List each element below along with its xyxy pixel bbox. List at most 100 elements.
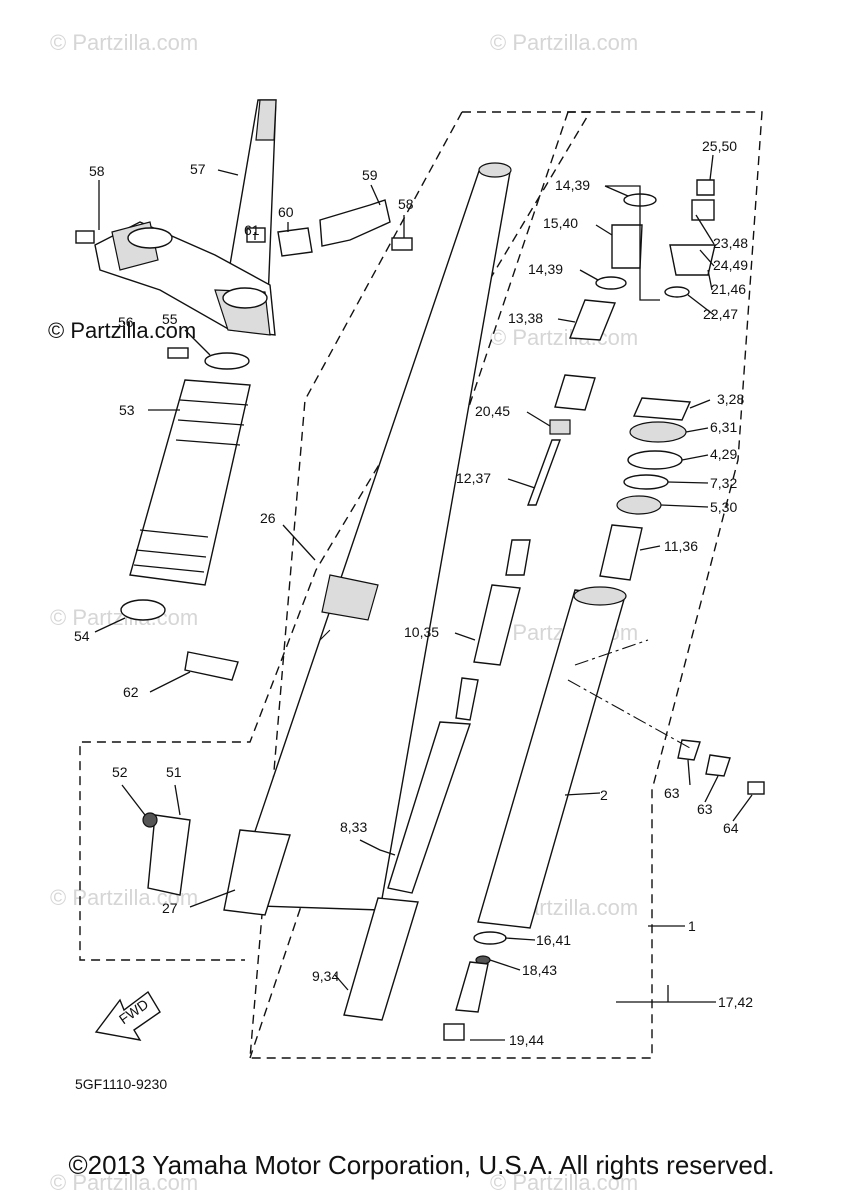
fwd-arrow-icon — [94, 990, 161, 1041]
watermark: © Partzilla.com — [490, 30, 638, 55]
piece-8-33-small — [455, 677, 479, 721]
callout-21-46: 21,46 — [711, 281, 746, 297]
callout-13-38: 13,38 — [508, 310, 543, 326]
cap-bolt-21-46 — [669, 244, 716, 276]
bolt-56 — [167, 347, 189, 359]
callout-59: 59 — [362, 167, 378, 183]
bushing-11-36 — [599, 524, 643, 581]
nut-20-45 — [549, 419, 571, 435]
adjuster-23-48 — [691, 199, 715, 221]
caliper-mount-27 — [223, 829, 291, 916]
callout-24-49: 24,49 — [713, 257, 748, 273]
boot-assembly — [120, 379, 251, 681]
callout-9-34: 9,34 — [312, 968, 339, 984]
callout-57: 57 — [190, 161, 206, 177]
spacer-9-34 — [343, 897, 419, 1021]
callout-62: 62 — [123, 684, 139, 700]
callout-58-left: 58 — [89, 163, 105, 179]
callout-55: 55 — [162, 311, 178, 327]
callout-58-right: 58 — [398, 196, 414, 212]
callouts: 58 57 59 60 61 58 56 55 53 26 54 62 52 5… — [74, 138, 753, 1048]
inner-tube-26 — [229, 167, 511, 911]
dust-seal-3-28 — [632, 397, 692, 421]
callout-22-47: 22,47 — [703, 306, 738, 322]
callout-1: 1 — [688, 918, 696, 934]
cable-holder-60 — [277, 227, 313, 257]
bushing-5-30 — [616, 495, 662, 515]
spring-13-38-upper — [568, 299, 616, 341]
holder-63-right — [705, 754, 731, 777]
watermark-dark: © Partzilla.com — [48, 318, 196, 343]
upper-bracket-assembly — [75, 99, 413, 370]
inner-tube-cap — [478, 162, 512, 178]
callout-53: 53 — [119, 402, 135, 418]
washer-16-41 — [473, 931, 507, 945]
outer-tube-assembly — [443, 397, 765, 1041]
callout-20-45: 20,45 — [475, 403, 510, 419]
callout-14-39-top: 14,39 — [555, 177, 590, 193]
adjuster-17-42 — [455, 961, 489, 1013]
watermark: © Partzilla.com — [490, 325, 638, 350]
damper-10-35 — [473, 584, 521, 666]
callout-10-35: 10,35 — [404, 624, 439, 640]
clip-4-29 — [627, 450, 683, 470]
watermark: © Partzilla.com — [490, 1170, 638, 1195]
bracket-59 — [319, 199, 391, 247]
callout-63-right: 63 — [697, 801, 713, 817]
nut-52 — [142, 812, 158, 828]
callout-8-33: 8,33 — [340, 819, 367, 835]
callout-15-40: 15,40 — [543, 215, 578, 231]
callout-11-36: 11,36 — [664, 538, 698, 554]
bolt-58-right — [391, 237, 413, 251]
callout-14-39-mid: 14,39 — [528, 261, 563, 277]
callout-54: 54 — [74, 628, 90, 644]
watermark: © Partzilla.com — [50, 1170, 198, 1195]
bracket-bore-left — [127, 227, 173, 249]
bracket-bore-right — [222, 287, 268, 309]
bolt-61 — [246, 227, 266, 243]
callout-2: 2 — [600, 787, 608, 803]
callout-26: 26 — [260, 510, 276, 526]
callout-52: 52 — [112, 764, 128, 780]
stem-thread — [255, 99, 277, 141]
callout-56: 56 — [118, 314, 134, 330]
watermark: © Partzilla.com — [50, 30, 198, 55]
cap-25-50 — [696, 179, 715, 196]
callout-25-50: 25,50 — [702, 138, 737, 154]
callout-3-28: 3,28 — [717, 391, 744, 407]
leader-lines — [94, 154, 753, 1041]
callout-5-30: 5,30 — [710, 499, 737, 515]
bolt-64 — [747, 781, 765, 795]
callout-16-41: 16,41 — [536, 932, 571, 948]
band-54 — [120, 599, 166, 621]
callout-27: 27 — [162, 900, 178, 916]
callout-6-31: 6,31 — [710, 419, 737, 435]
o-ring-22-47 — [664, 286, 690, 298]
bolt-58-left — [75, 230, 95, 244]
callout-17-42: 17,42 — [718, 994, 753, 1010]
rod-fitting — [505, 539, 531, 576]
callout-63-left: 63 — [664, 785, 680, 801]
collar-15-40 — [611, 224, 643, 269]
fwd-arrow: FWD — [94, 990, 161, 1041]
fork-boot — [129, 379, 251, 586]
callout-51: 51 — [166, 764, 182, 780]
callout-64: 64 — [723, 820, 739, 836]
inner-tube-collar — [321, 574, 379, 621]
guard-62 — [184, 651, 239, 681]
cap-19-44 — [443, 1023, 465, 1041]
callout-61: 61 — [244, 222, 260, 238]
diagram-code: 5GF1110-9230 — [75, 1076, 167, 1092]
rod-12-37 — [526, 439, 562, 506]
guard-plate-51 — [147, 814, 191, 896]
callout-7-32: 7,32 — [710, 475, 737, 491]
washer-7-32 — [623, 474, 669, 490]
callout-60: 60 — [278, 204, 294, 220]
alignment-lines — [319, 629, 691, 749]
outer-tube-top — [573, 586, 627, 606]
callout-23-48: 23,48 — [713, 235, 748, 251]
oil-seal-6-31 — [629, 421, 687, 443]
callout-18-43: 18,43 — [522, 962, 557, 978]
washer-14-39-mid — [595, 276, 627, 290]
